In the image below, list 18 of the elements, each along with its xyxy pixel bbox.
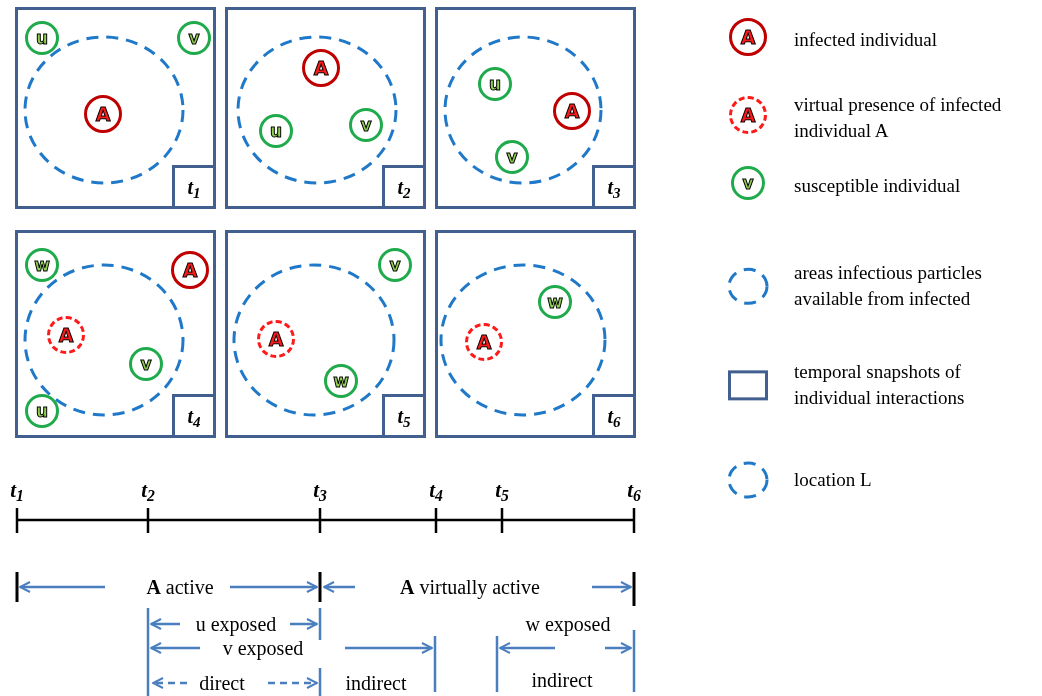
time-label-box: t$_{6}$ [592,394,636,438]
snapshot-panel [15,230,216,438]
snapshot-panel [435,7,636,209]
time-label-box: t$_{4}$ [172,394,216,438]
legend-text: infected individual [794,29,937,51]
snapshot-panel [15,7,216,209]
legend-text: areas infectious particles available from infected [794,262,982,309]
legend-text: temporal snapshots of individual interactions [794,361,965,408]
snapshot-panel [225,230,426,438]
time-label-box: t$_{5}$ [382,394,426,438]
snapshot-panel [225,7,426,209]
snapshot-panel [435,230,636,438]
time-label-box: t$_{2}$ [382,165,426,209]
time-label-box: t$_{3}$ [592,165,636,209]
legend-text: susceptible individual [794,175,961,197]
legend-text: virtual presence of infected individual A [794,94,1002,141]
time-label-box: t$_{1}$ [172,165,216,209]
legend-text: location L [794,469,872,491]
